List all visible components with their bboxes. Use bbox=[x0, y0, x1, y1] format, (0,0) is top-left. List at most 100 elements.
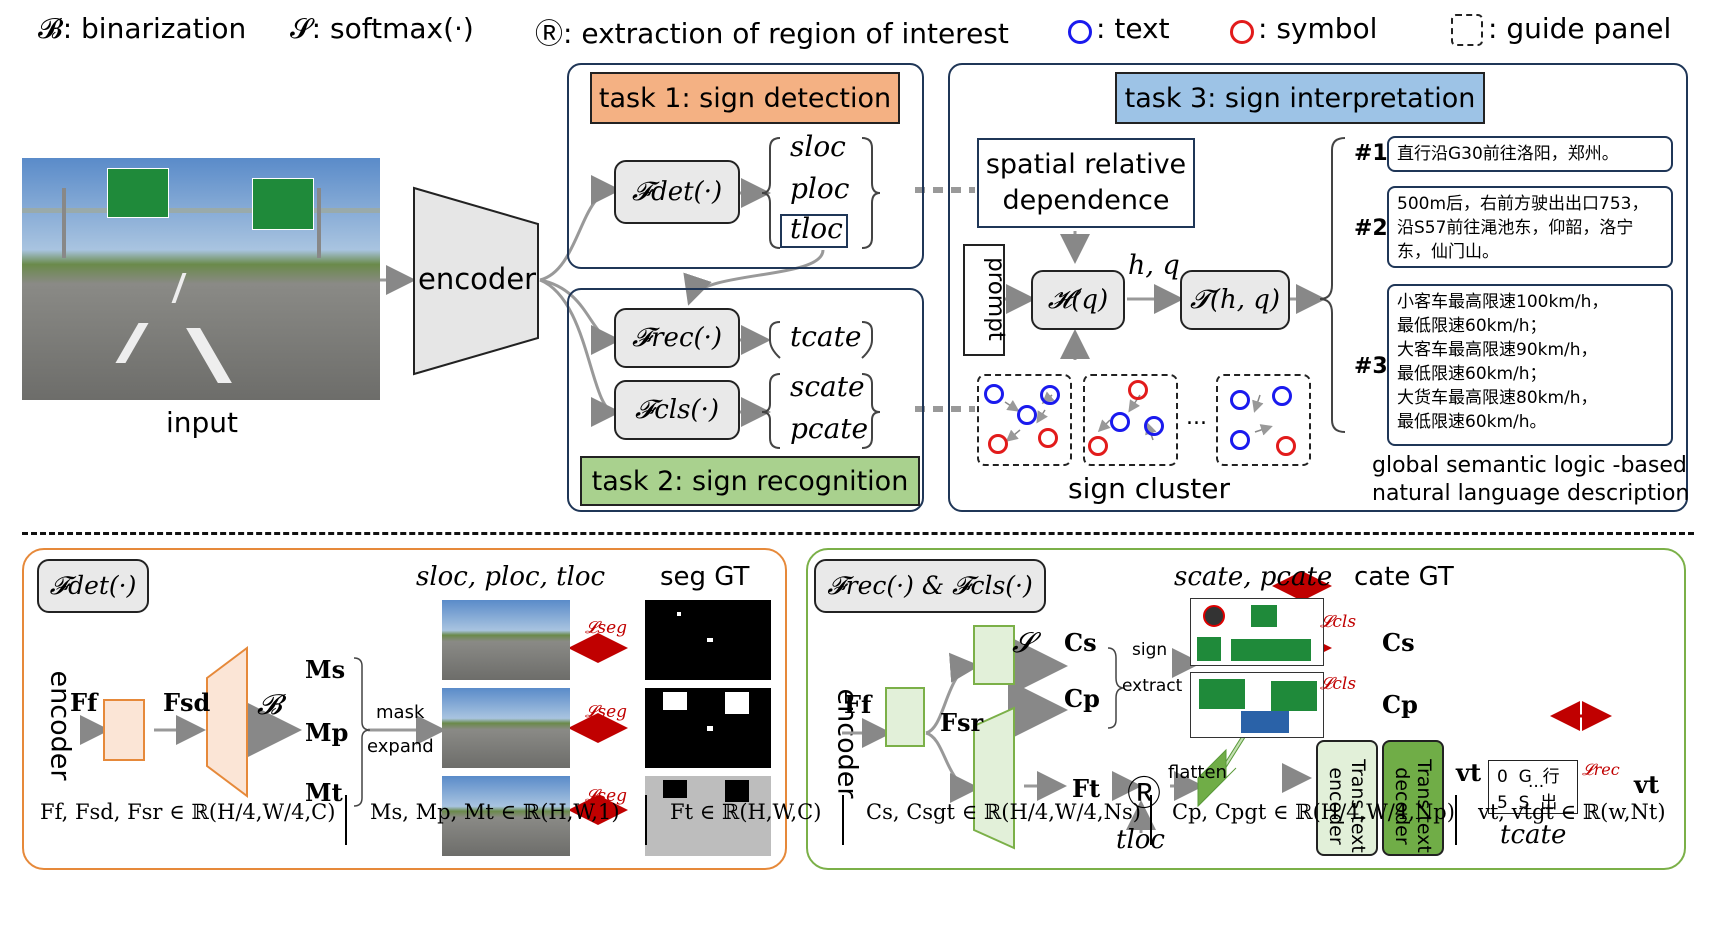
text-sign-crop bbox=[1199, 679, 1245, 709]
symbol-circle-icon bbox=[1038, 428, 1058, 448]
bl-pred-image-s bbox=[442, 600, 570, 680]
legend-guide: : guide panel bbox=[1488, 12, 1672, 45]
legend-symbol-circle-icon bbox=[1230, 20, 1254, 44]
seg-gt-t bbox=[645, 776, 771, 856]
arrow-sign-icon bbox=[1251, 605, 1277, 627]
eq-separator bbox=[345, 795, 347, 845]
br-symbol-crops bbox=[1190, 598, 1324, 666]
legend-binarization: 𝓑: binarization bbox=[38, 12, 247, 45]
bl-expand: expand bbox=[367, 736, 434, 757]
br-title: 𝓕rec(·) & 𝓕cls(·) bbox=[827, 571, 1033, 600]
bl-binarize: 𝓑 bbox=[257, 688, 282, 721]
bl-ms: Ms bbox=[305, 655, 346, 684]
prompt-label: prompt bbox=[982, 257, 1009, 341]
br-ff: Ff bbox=[844, 690, 872, 719]
task1-label: task 1: sign detection bbox=[590, 72, 900, 124]
br-grid-row1: 0 G 行 bbox=[1497, 767, 1560, 787]
bl-seg-gt: seg GT bbox=[660, 562, 750, 592]
legend-guide-panel-icon bbox=[1451, 14, 1483, 46]
input-label: input bbox=[166, 406, 239, 439]
symbol-circle-icon bbox=[1088, 436, 1108, 456]
f-det-box: 𝓕det(·) bbox=[614, 160, 740, 224]
text-circle-icon bbox=[1144, 416, 1164, 436]
text-circle-icon bbox=[1230, 430, 1250, 450]
t-loc-box bbox=[780, 214, 848, 248]
loss-seg-p: 𝓛seg bbox=[585, 702, 628, 722]
symbol-circle-icon bbox=[1128, 380, 1148, 400]
symbol-circle-icon bbox=[1276, 436, 1296, 456]
br-cate-gt: cate GT bbox=[1354, 562, 1454, 592]
detection-detail-box bbox=[22, 548, 787, 870]
t-hq-label: 𝓣(h, q) bbox=[1189, 284, 1281, 315]
eq-ft: Ft ∈ ℝ(H,W,C) bbox=[670, 800, 822, 824]
bl-pred-image-t bbox=[442, 776, 570, 856]
s-cate-label: scate bbox=[790, 370, 865, 403]
desc2-box: 500m后，右前方驶出出口753， 沿S57前往渑池东，仰韶，洛宁 东，仙门山。 bbox=[1387, 186, 1673, 268]
loss-cls-p: 𝓛cls bbox=[1320, 674, 1357, 694]
br-sign: sign bbox=[1132, 640, 1168, 660]
bl-mask: mask bbox=[376, 702, 425, 723]
eq-vt: vt, vtgt ∈ ℝ(w,Nt) bbox=[1478, 800, 1666, 824]
br-grid-row2: 5 S 出 bbox=[1497, 793, 1558, 813]
text-sign-crop bbox=[1241, 711, 1289, 733]
section-divider bbox=[22, 532, 1694, 535]
sign-cluster-3 bbox=[1216, 374, 1311, 466]
cluster-ellipsis: ... bbox=[1186, 405, 1207, 430]
f-cls-box: 𝓕cls(·) bbox=[614, 380, 740, 440]
t-hq-box: 𝓣(h, q) bbox=[1180, 270, 1290, 330]
eq-cp: Cp, Cpgt ∈ ℝ(H/4,W/4,Np) bbox=[1172, 800, 1455, 824]
loss-rec: 𝓛rec bbox=[1582, 760, 1620, 779]
encoder-label: encoder bbox=[418, 262, 537, 296]
desc2-id: #2 bbox=[1354, 216, 1388, 241]
desc1-id: #1 bbox=[1354, 141, 1388, 166]
br-cp: Cp bbox=[1064, 684, 1100, 713]
t-loc-label: tloc bbox=[790, 212, 843, 245]
legend-roi: Ⓡ: extraction of region of interest bbox=[535, 17, 1009, 50]
f-rec-label: 𝓕rec(·) bbox=[631, 322, 723, 353]
recognition-detail-box bbox=[806, 548, 1686, 870]
road-sign-left bbox=[107, 168, 169, 218]
br-tcate: tcate bbox=[1500, 820, 1567, 850]
br-cs: Cs bbox=[1064, 628, 1097, 657]
br-ft: Ft bbox=[1072, 774, 1101, 803]
text-circle-icon bbox=[1230, 390, 1250, 410]
text-circle-icon bbox=[1040, 385, 1060, 405]
bl-connectors bbox=[80, 633, 628, 825]
br-title-box: 𝓕rec(·) & 𝓕cls(·) bbox=[814, 559, 1046, 613]
eq-masks: Ms, Mp, Mt ∈ ℝ(H,W,1) bbox=[370, 800, 620, 824]
desc3-box: 小客车最高限速100km/h， 最低限速60km/h； 大客车最高限速90km/… bbox=[1387, 284, 1673, 446]
seg-gt-p bbox=[645, 688, 771, 768]
hq-label: h, q bbox=[1128, 250, 1180, 281]
speed-limit-sign-icon bbox=[1203, 605, 1225, 627]
text-sign-crop bbox=[1271, 681, 1317, 711]
br-vt: vt bbox=[1456, 758, 1482, 787]
t-cate-label: tcate bbox=[790, 320, 862, 353]
br-roi: Ⓡ bbox=[1127, 774, 1161, 814]
p-cate-label: pcate bbox=[790, 412, 869, 445]
text-circle-icon bbox=[984, 384, 1004, 404]
br-grid-dots: ... bbox=[1528, 772, 1545, 792]
br-flatten: flatten bbox=[1168, 762, 1227, 783]
global-description-label: global semantic logic -based natural lan… bbox=[1372, 453, 1690, 506]
sign-cluster-1 bbox=[977, 374, 1072, 466]
s-loc-label: sloc bbox=[790, 130, 846, 163]
h-q-box: 𝓗(q) bbox=[1031, 270, 1125, 330]
bl-mp: Mp bbox=[305, 718, 349, 747]
eq-separator bbox=[842, 795, 844, 845]
eq-cs: Cs, Csgt ∈ ℝ(H/4,W/4,Ns) bbox=[866, 800, 1141, 824]
sign-cluster-2 bbox=[1083, 374, 1178, 466]
sign-cluster-label: sign cluster bbox=[1068, 472, 1231, 505]
seg-gt-s bbox=[645, 600, 771, 680]
desc3-id: #3 bbox=[1354, 354, 1388, 379]
eq-separator bbox=[1150, 795, 1152, 845]
text-circle-icon bbox=[1272, 386, 1292, 406]
h-q-label: 𝓗(q) bbox=[1047, 284, 1109, 315]
exit-sign-icon bbox=[1197, 637, 1221, 661]
desc1-box: 直行沿G30前往洛阳，郑州。 bbox=[1387, 136, 1673, 172]
br-outputs: scate, pcate bbox=[1174, 562, 1333, 592]
task3-label: task 3: sign interpretation bbox=[1115, 72, 1485, 124]
input-road-image bbox=[22, 158, 380, 400]
br-extract: extract bbox=[1122, 676, 1183, 696]
top-connectors bbox=[378, 137, 1346, 449]
f-det-label: 𝓕det(·) bbox=[631, 176, 723, 207]
